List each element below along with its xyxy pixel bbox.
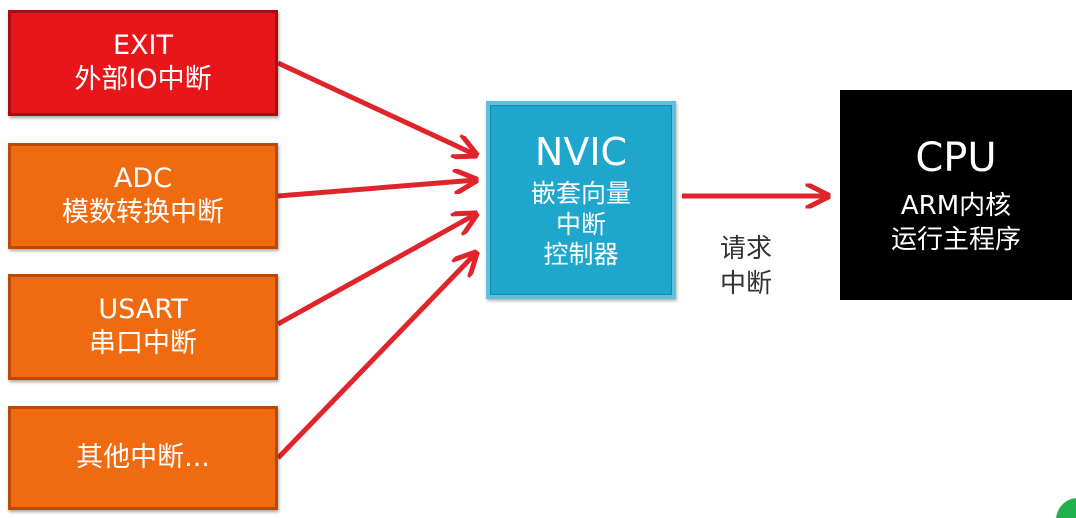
source-box-other-subtitle: 其他中断... xyxy=(76,442,210,474)
source-box-adc-subtitle: 模数转换中断 xyxy=(62,197,224,228)
arrow-other-to-nvic xyxy=(276,253,476,460)
source-box-exit: EXIT 外部IO中断 xyxy=(8,10,278,116)
cpu-box: CPU ARM内核 运行主程序 xyxy=(840,90,1072,300)
nvic-box: NVIC 嵌套向量 中断 控制器 xyxy=(486,101,676,299)
request-label-line-1: 请求 xyxy=(719,234,772,264)
nvic-title: NVIC xyxy=(534,130,628,175)
source-box-exit-title: EXIT xyxy=(112,30,173,62)
arrow-usart-to-nvic xyxy=(276,214,476,327)
cpu-title: CPU xyxy=(915,135,997,182)
source-box-adc: ADC 模数转换中断 xyxy=(8,143,278,249)
nvic-line-3: 控制器 xyxy=(543,240,619,270)
nvic-line-1: 嵌套向量 xyxy=(530,179,631,209)
arrow-adc-to-nvic xyxy=(277,180,476,199)
source-box-other: 其他中断... xyxy=(8,406,278,510)
request-label-line-2: 中断 xyxy=(719,269,772,300)
cpu-line-2: 运行主程序 xyxy=(890,225,1021,255)
source-box-usart: USART 串口中断 xyxy=(8,274,278,380)
source-box-usart-title: USART xyxy=(98,294,188,326)
source-box-usart-subtitle: 串口中断 xyxy=(89,328,197,359)
cpu-line-1: ARM内核 xyxy=(900,191,1012,222)
arrow-exit-to-nvic xyxy=(276,60,476,155)
nvic-line-2: 中断 xyxy=(555,209,606,239)
source-box-exit-subtitle: 外部IO中断 xyxy=(74,64,212,95)
source-box-adc-title: ADC xyxy=(113,163,173,195)
request-interrupt-label: 请求 中断 xyxy=(706,232,786,302)
